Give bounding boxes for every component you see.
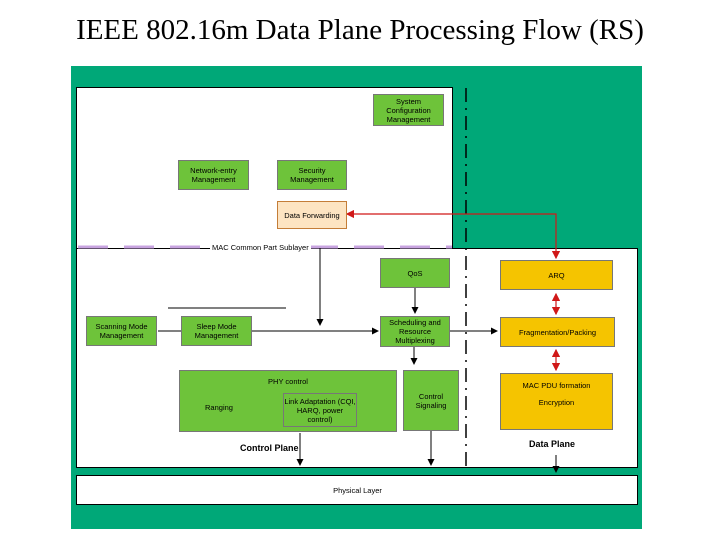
scanning-block: Scanning Mode Management	[86, 316, 157, 346]
mac-cps-label: MAC Common Part Sublayer	[210, 243, 311, 252]
mac-pdu-block: MAC PDU formation Encryption	[500, 373, 613, 430]
page-title: IEEE 802.16m Data Plane Processing Flow …	[76, 14, 644, 46]
security-block: Security Management	[277, 160, 347, 190]
data-forwarding-block: Data Forwarding	[277, 201, 347, 229]
arq-block: ARQ	[500, 260, 613, 290]
fragmentation-block: Fragmentation/Packing	[500, 317, 615, 347]
red-arrow	[345, 209, 561, 260]
panel-join	[464, 249, 467, 467]
phy-control-label: PHY control	[268, 377, 308, 386]
data-plane-label: Data Plane	[529, 439, 576, 449]
control-signaling-block: Control Signaling	[403, 370, 459, 431]
control-plane-label: Control Plane	[240, 443, 299, 453]
mac-pdu-label: MAC PDU formation	[522, 381, 591, 390]
system-config-block: System Configuration Management	[373, 94, 444, 126]
ranging-block: Ranging	[190, 393, 248, 421]
physical-layer-block: Physical Layer	[80, 478, 635, 502]
scheduling-block: Scheduling and Resource Multiplexing	[380, 316, 450, 347]
network-entry-block: Network-entry Management	[178, 160, 249, 190]
qos-block: QoS	[380, 258, 450, 288]
link-adaptation-block: Link Adaptation (CQI, HARQ, power contro…	[283, 393, 357, 427]
encryption-label: Encryption	[538, 398, 575, 407]
sleep-block: Sleep Mode Management	[181, 316, 252, 346]
